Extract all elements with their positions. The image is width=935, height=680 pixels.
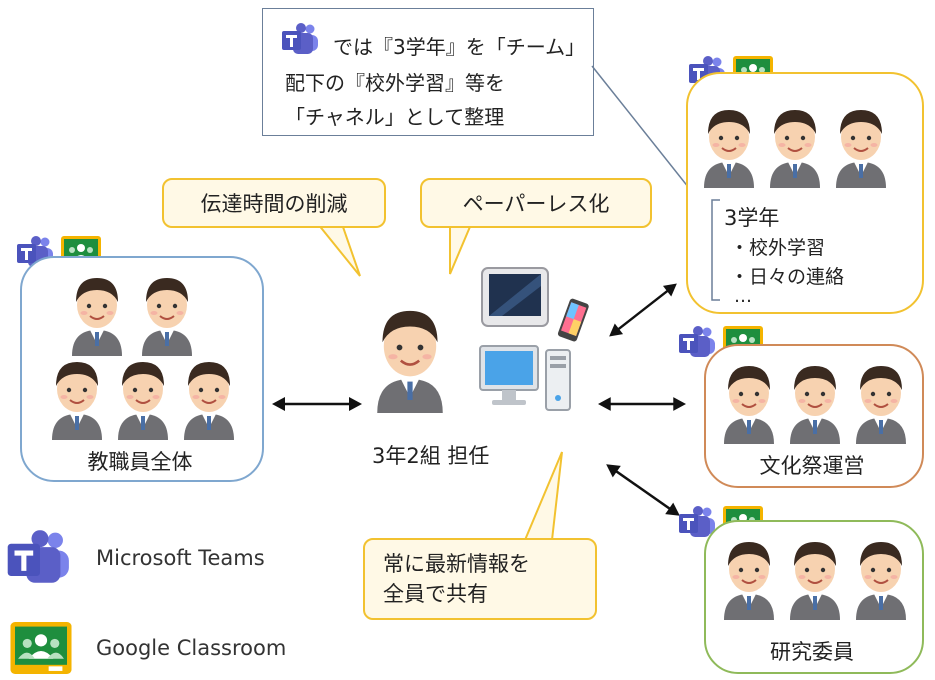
tablet-icon — [481, 267, 549, 327]
channel-item: ・校外学習 — [730, 237, 826, 259]
festival-group-label: 文化祭運営 — [759, 454, 865, 478]
note-line-1: では『3学年』を「チーム」 — [333, 35, 586, 59]
bubble-share-line-2: 全員で共有 — [383, 582, 488, 606]
channel-item: … — [734, 286, 752, 307]
bubble-share-info: 常に最新情報を 全員で共有 — [363, 538, 597, 620]
smartphone-icon — [557, 298, 589, 342]
staff-group-label: 教職員全体 — [87, 450, 193, 474]
note-line-2: 配下の『校外学習』等を — [285, 71, 505, 95]
teams-note-box: では『3学年』を「チーム」 配下の『校外学習』等を 「チャネル」として整理 — [262, 8, 594, 136]
desktop-pc-icon — [479, 345, 571, 411]
research-group-label: 研究委員 — [770, 640, 854, 664]
teacher-label: 3年2組 担任 — [372, 444, 490, 468]
bubble-time-reduction: 伝達時間の削減 — [162, 178, 386, 228]
channel-list-bracket — [711, 199, 720, 301]
legend-teams-label: Microsoft Teams — [96, 546, 265, 570]
legend-classroom-label: Google Classroom — [96, 636, 287, 660]
grade3-team-title: 3学年 — [724, 206, 780, 230]
bubble-share-line-1: 常に最新情報を — [383, 552, 530, 576]
channel-item: ・日々の連絡 — [730, 266, 845, 288]
note-line-3: 「チャネル」として整理 — [285, 105, 505, 129]
bubble-paperless: ペーパーレス化 — [420, 178, 652, 228]
